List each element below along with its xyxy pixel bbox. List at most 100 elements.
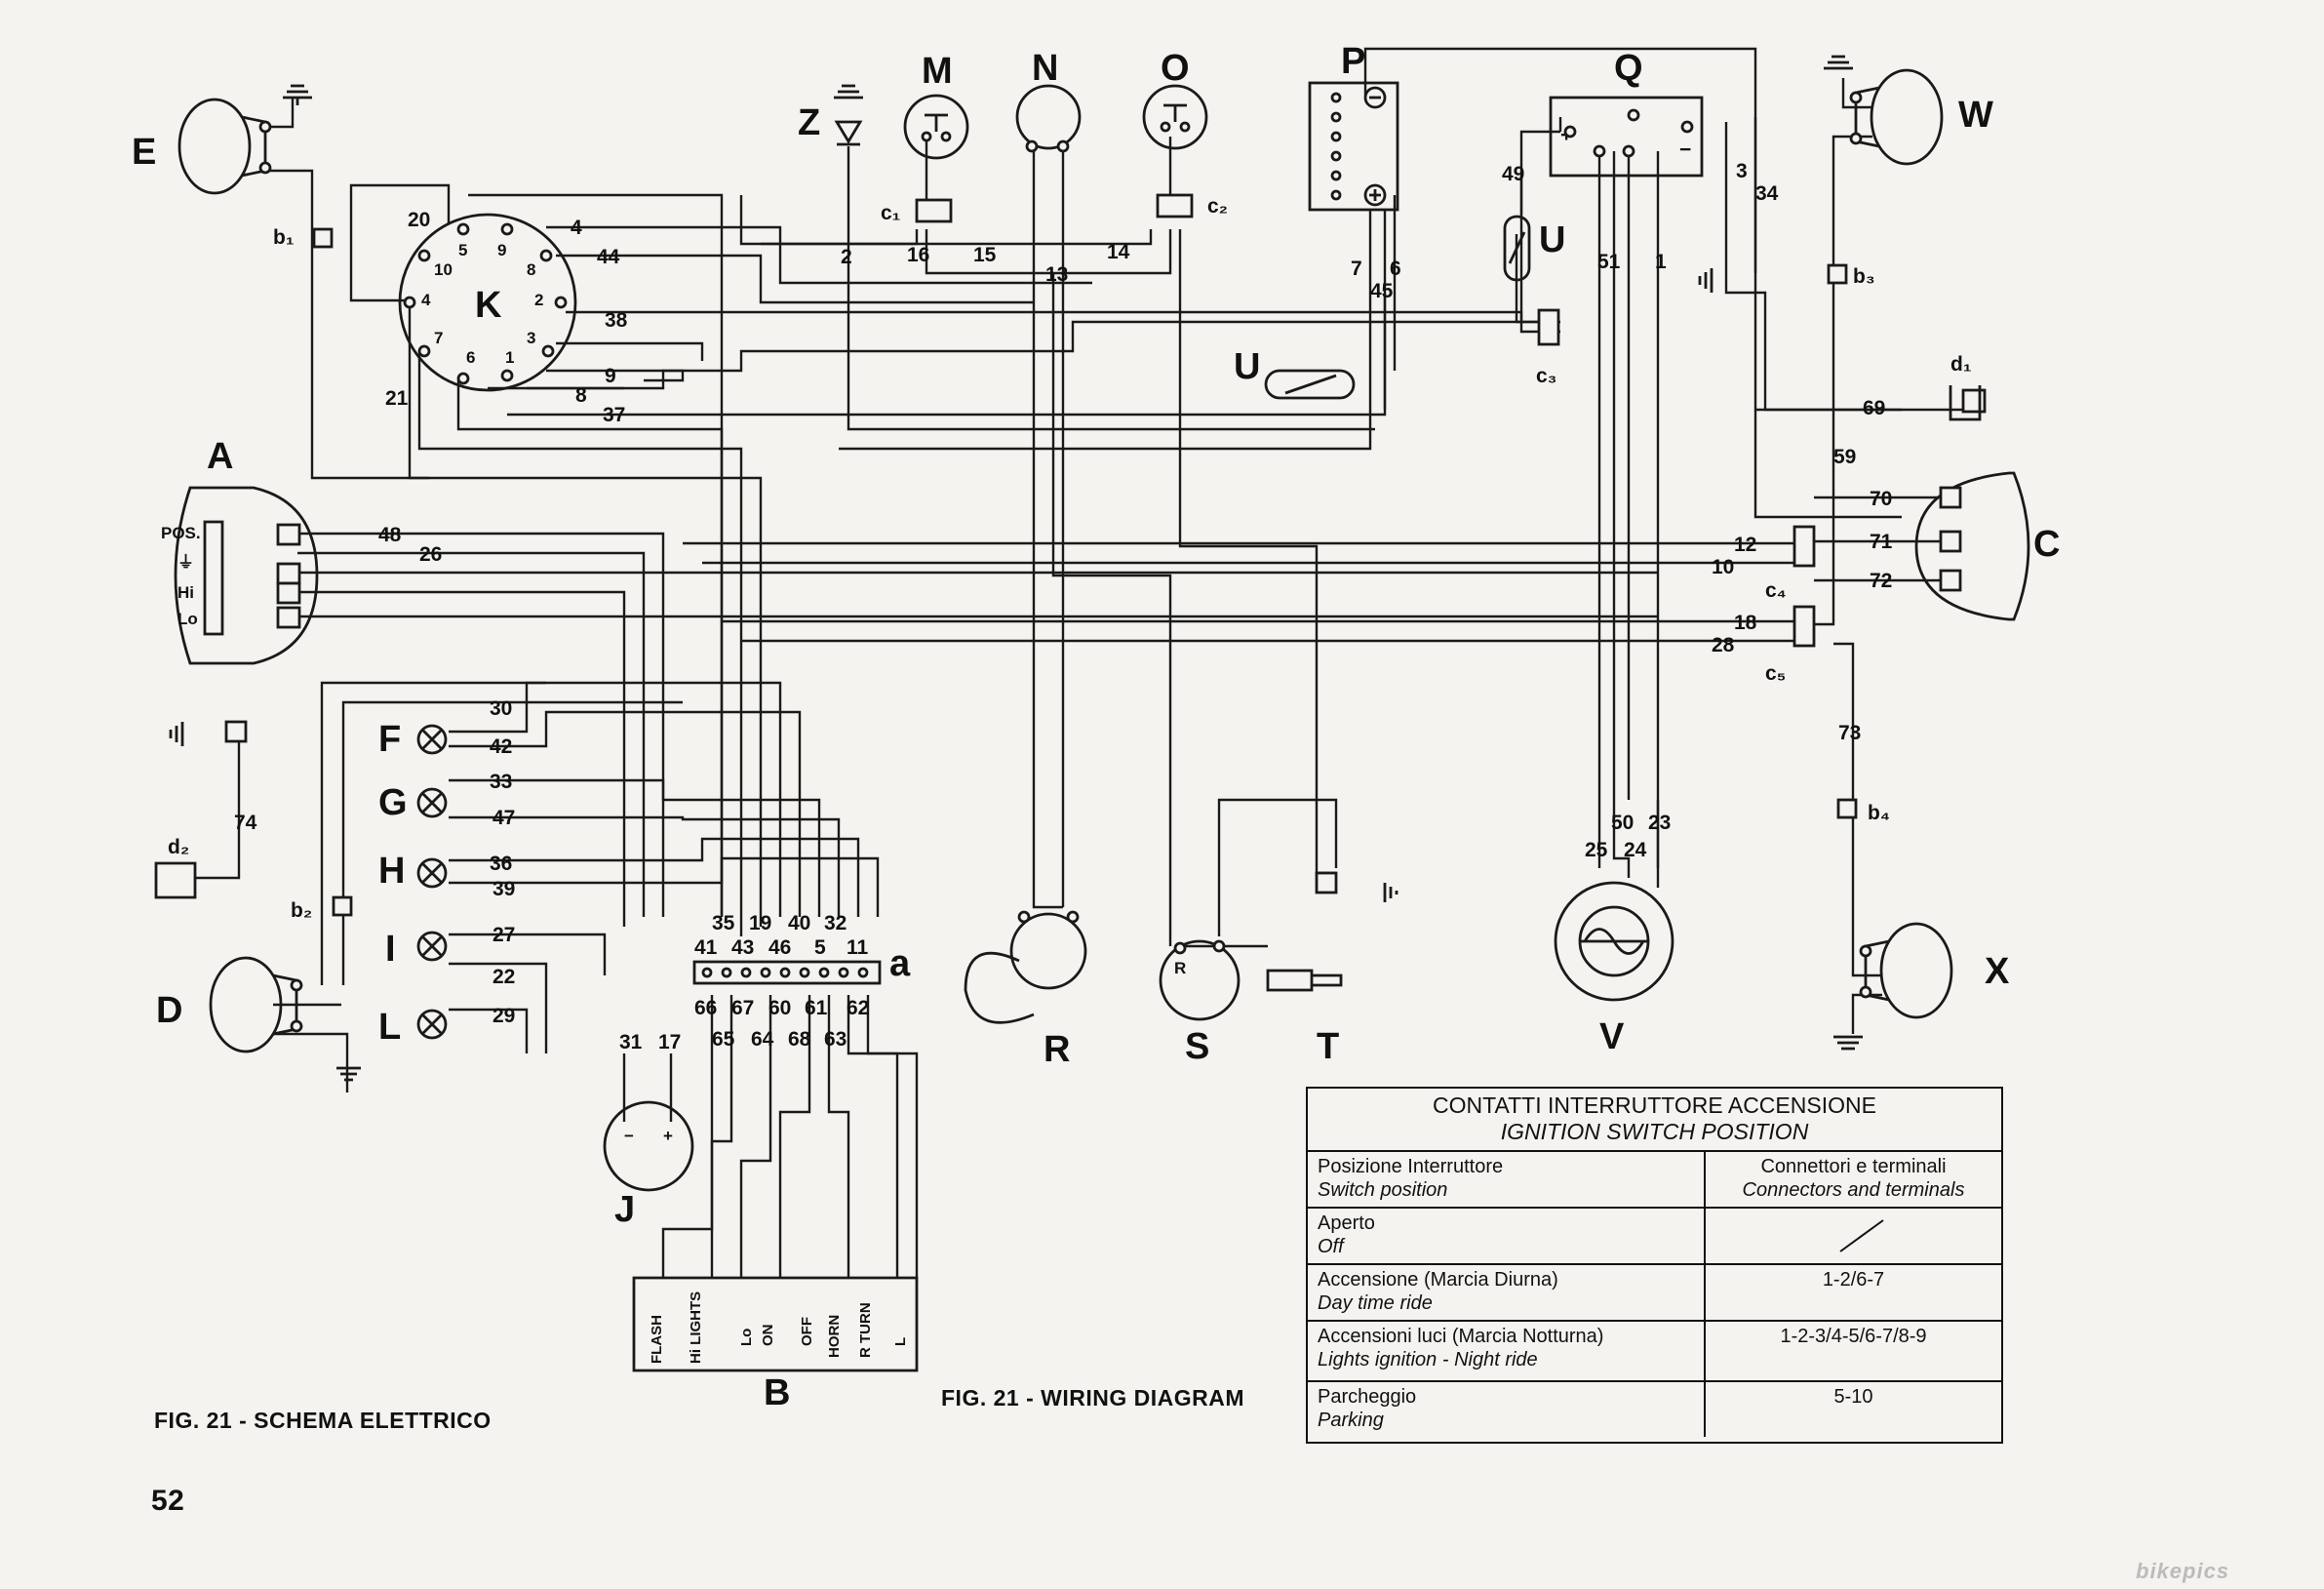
svg-text:12: 12 [1734,534,1756,556]
svg-text:23: 23 [1648,812,1671,834]
label-b2: b₂ [291,899,312,922]
row-label-it: Parcheggio [1318,1386,1417,1408]
page-number: 52 [151,1485,185,1517]
wires [195,47,1980,1278]
svg-text:68: 68 [788,1028,811,1051]
svg-text:Lo: Lo [738,1329,755,1346]
svg-text:+: + [663,1127,673,1145]
component-m: M [903,51,969,223]
svg-text:40: 40 [788,912,810,934]
svg-text:69: 69 [1863,397,1885,419]
svg-text:R TURN: R TURN [857,1302,874,1358]
svg-text:6: 6 [1390,258,1401,280]
svg-text:ON: ON [760,1325,776,1347]
label-t: T [1317,1026,1339,1067]
connector-b2 [332,895,353,917]
label-d: D [156,990,182,1031]
table-row: Accensioni luci (Marcia Notturna) Lights… [1308,1322,2001,1382]
svg-text:46: 46 [768,936,791,959]
svg-text:64: 64 [751,1028,774,1051]
connector-b4 [1836,798,1858,819]
connector-b1 [312,227,334,249]
svg-text:8: 8 [575,384,587,407]
switch-a-label-lo: Lo [177,610,198,628]
component-k-ignition: K 5 9 8 2 3 1 6 7 4 10 [398,213,577,392]
label-b3: b₃ [1853,265,1875,288]
connector-t-ground [1315,871,1338,894]
svg-text:22: 22 [492,966,515,988]
label-u-lower: U [1234,346,1260,387]
row-value: 1-2-3/4-5/6-7/8-9 [1780,1326,1927,1347]
watermark: bikepics [2136,1559,2230,1583]
row-label-en: Day time ride [1318,1292,1433,1314]
svg-text:21: 21 [385,387,409,410]
component-t-plug: T [1266,969,1343,1067]
svg-text:29: 29 [492,1005,515,1027]
row-label-it: Accensione (Marcia Diurna) [1318,1269,1558,1291]
label-d2: d₂ [168,836,189,858]
svg-text:43: 43 [731,936,754,959]
svg-text:18: 18 [1734,612,1757,634]
svg-text:5: 5 [814,936,826,959]
svg-text:49: 49 [1502,163,1524,185]
svg-text:25: 25 [1585,839,1608,861]
header-col2-it: Connettori e terminali [1760,1156,1947,1177]
connector-labels: b₁ b₂ b₃ b₄ c₁ c₂ c₃ c₄ c₅ d₁ d₂ [168,195,1972,922]
wire-labels: 4 44 38 9 8 37 20 21 2 16 15 13 14 7 45 … [234,160,1893,1053]
svg-text:10: 10 [1712,556,1734,578]
k-pin-9: 9 [497,241,506,259]
connector-terminal-d2 [154,861,197,899]
k-pin-2: 2 [534,291,543,309]
header-col2-en: Connectors and terminals [1742,1179,1965,1201]
component-a-switch: POS. ⏚ Hi Lo A [161,436,319,665]
connector-terminal-d1 [1949,385,1982,421]
svg-text:67: 67 [731,997,754,1019]
label-i: I [385,929,396,970]
svg-text:4: 4 [571,217,582,239]
component-o: O [1142,48,1208,218]
switch-a-label-hi: Hi [177,583,194,602]
k-pin-8: 8 [527,260,535,279]
svg-text:45: 45 [1370,280,1394,302]
label-c: C [2033,524,2060,565]
svg-text:R: R [1174,959,1186,977]
svg-text:17: 17 [658,1031,681,1053]
component-z-diode: Z [798,102,863,146]
component-n: N [1015,48,1082,153]
svg-text:32: 32 [824,912,847,934]
svg-text:3: 3 [1736,160,1748,182]
caption-italian: FIG. 21 - SCHEMA ELETTRICO [154,1408,492,1433]
label-b4: b₄ [1868,802,1890,824]
connector-d2-plug [224,720,248,743]
svg-text:14: 14 [1107,241,1130,263]
component-u-fuse-upper: U [1503,215,1565,282]
label-x: X [1985,951,2010,992]
component-w-lamp: W [1849,68,1993,166]
connector-c3 [1537,308,1560,346]
svg-text:15: 15 [973,244,997,266]
k-pin-1: 1 [505,348,514,367]
svg-text:74: 74 [234,812,257,834]
label-c4: c₄ [1765,579,1787,602]
svg-text:19: 19 [749,912,771,934]
label-c2: c₂ [1207,195,1228,218]
label-m: M [922,51,953,92]
svg-text:30: 30 [490,697,512,720]
switch-a-label-pos: POS. [161,524,201,542]
connector-b3 [1827,263,1848,285]
label-c5: c₅ [1765,662,1786,685]
k-pin-5: 5 [458,241,467,259]
label-o: O [1161,48,1190,89]
row-label-en: Off [1318,1236,1344,1257]
connector-c5 [1792,605,1816,648]
svg-text:59: 59 [1833,446,1856,468]
svg-text:37: 37 [603,404,625,426]
svg-text:73: 73 [1838,722,1861,744]
label-f: F [378,719,401,760]
svg-text:65: 65 [712,1028,735,1051]
svg-text:20: 20 [408,209,430,231]
row-label-en: Lights ignition - Night ride [1318,1349,1538,1371]
k-pin-6: 6 [466,348,475,367]
switch-a-label-ground: ⏚ [177,553,194,572]
row-value-off-slash [1839,1219,1884,1252]
